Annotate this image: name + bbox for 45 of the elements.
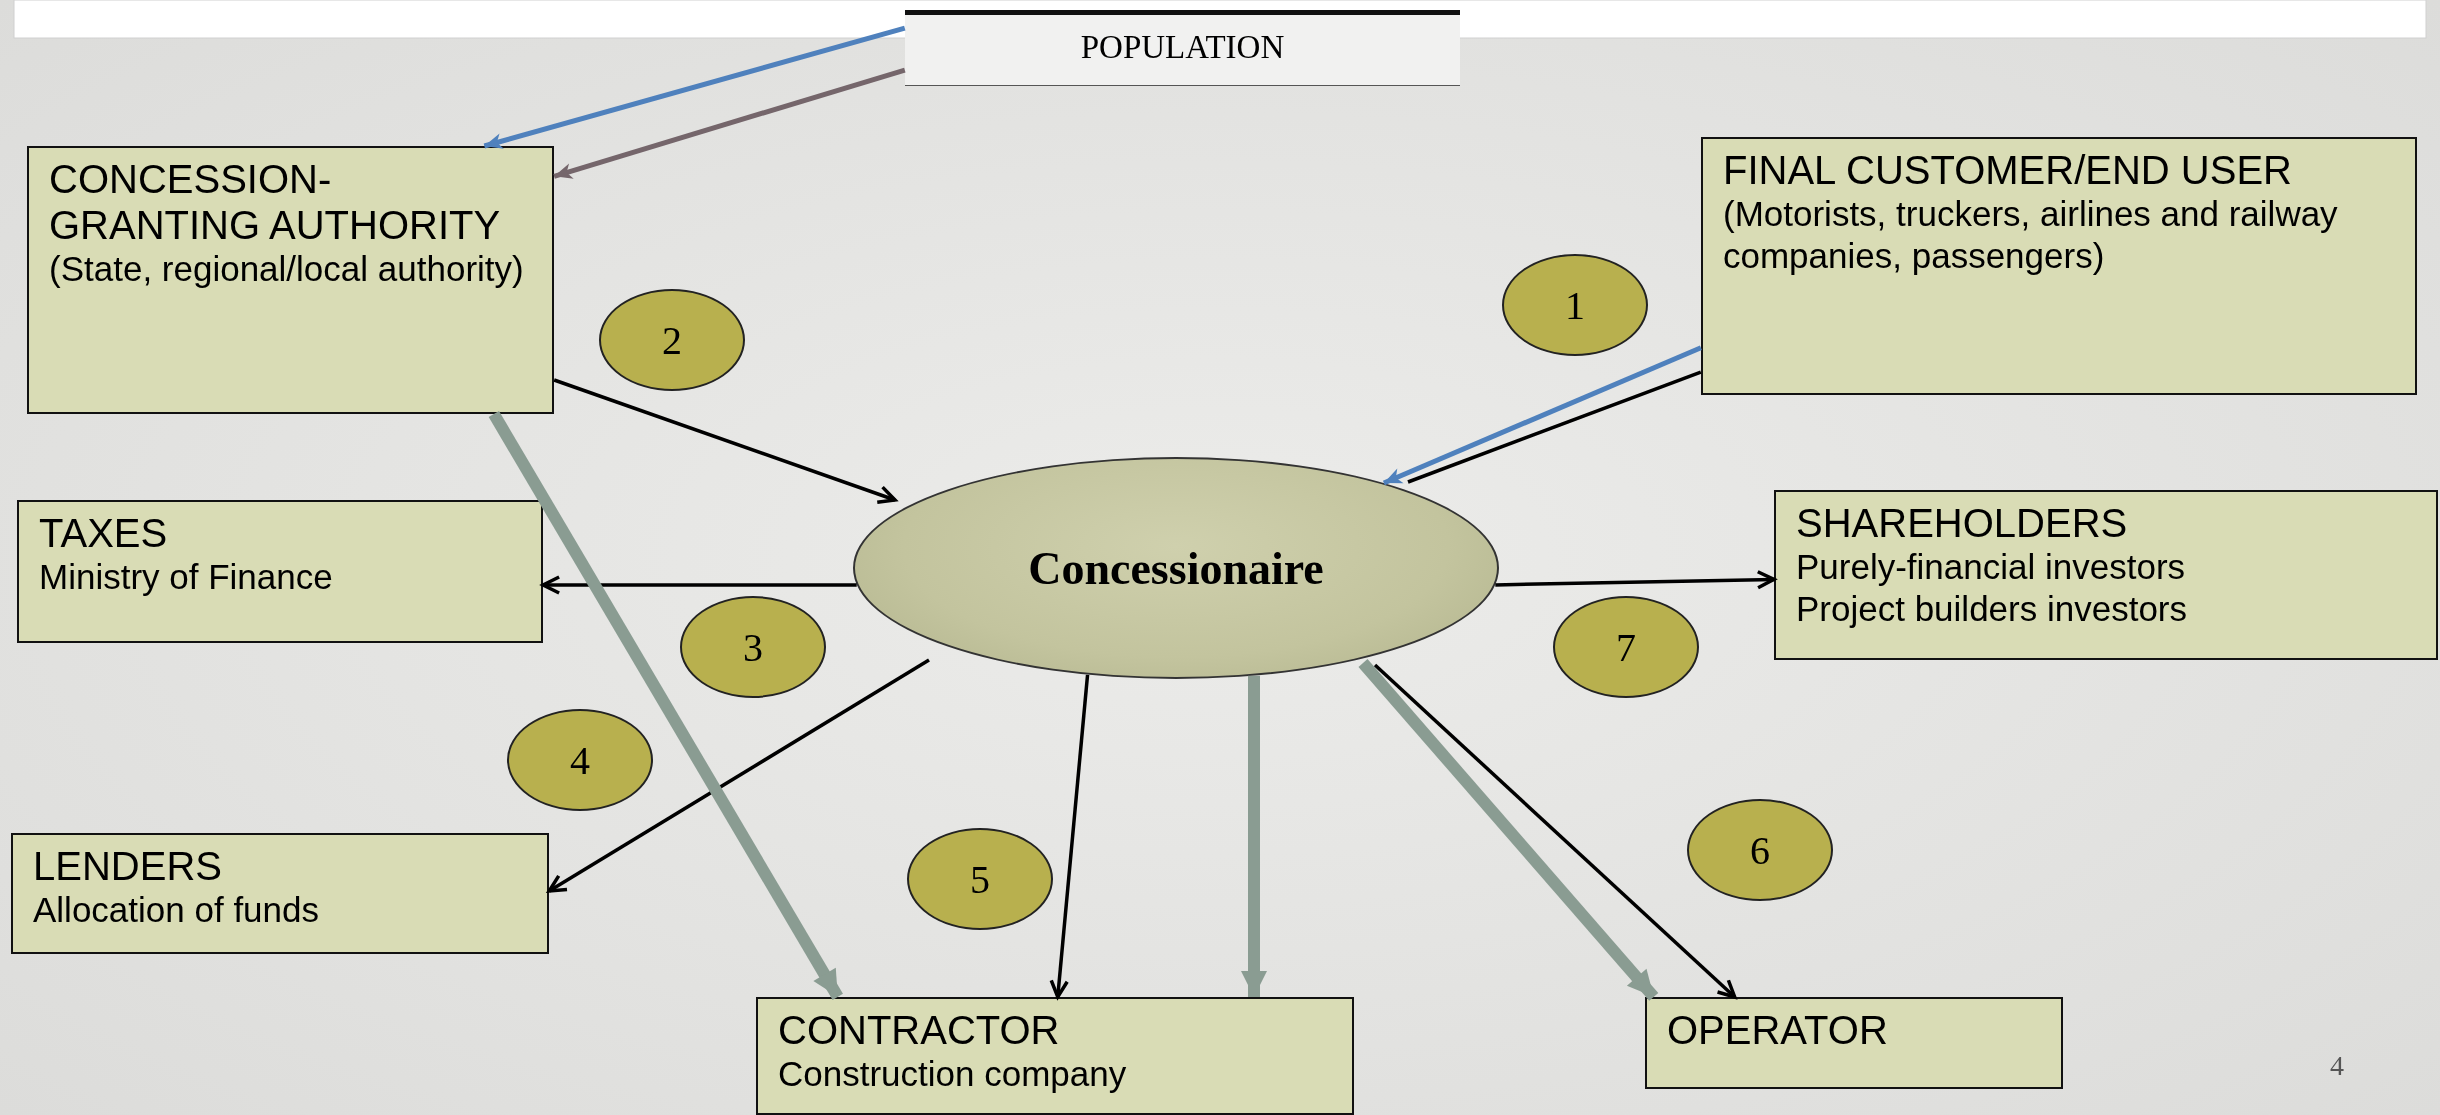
box-heading: CONTRACTOR <box>778 1007 1061 1053</box>
thick-arrow <box>488 411 843 1000</box>
arrow <box>1373 663 1737 999</box>
thick-arrow <box>1241 675 1267 997</box>
box-heading: OPERATOR <box>1667 1007 1889 1053</box>
number-label: 7 <box>1616 623 1636 671</box>
shareholders-box <box>1774 490 2438 660</box>
operator-box <box>1645 997 2063 1089</box>
box-text: Ministry of Finance <box>39 556 334 598</box>
arrow <box>1049 674 1090 999</box>
authority-box <box>27 146 554 414</box>
arrow <box>1382 345 1702 486</box>
box-heading: FINAL CUSTOMER/END USER <box>1723 147 2293 193</box>
box-heading: Concessionaire <box>1028 541 1324 595</box>
arrow <box>547 658 930 893</box>
page-number: 4 <box>2330 1050 2344 1082</box>
taxes-box <box>17 500 543 643</box>
number-label: 5 <box>970 855 990 903</box>
contractor-box <box>756 997 1354 1115</box>
arrow <box>553 67 906 179</box>
arrow <box>1495 569 1776 590</box>
box-text: Project builders investors <box>1796 588 2188 630</box>
number-label: 1 <box>1565 281 1585 329</box>
arrow <box>483 25 906 149</box>
box-heading: LENDERS <box>33 843 223 889</box>
connector-line <box>1407 370 1702 484</box>
number-label: 2 <box>662 316 682 364</box>
arrow <box>541 575 857 595</box>
population-box <box>905 10 1460 86</box>
arrow <box>553 378 897 504</box>
box-text: Construction company <box>778 1053 1128 1095</box>
box-text: (Motorists, truckers, airlines and railway companies, passengers) <box>1723 193 2339 277</box>
box-text: Purely-financial investors <box>1796 546 2187 588</box>
box-heading: SHAREHOLDERS <box>1796 500 2129 546</box>
box-text: Allocation of funds <box>33 889 320 931</box>
box-text: (State, regional/local authority) <box>49 248 525 290</box>
box-heading: POPULATION <box>1080 29 1285 66</box>
box-heading: CONCESSION-GRANTING AUTHORITY <box>49 156 502 248</box>
number-label: 4 <box>570 736 590 784</box>
number-label: 3 <box>743 623 763 671</box>
lenders-box <box>11 833 549 954</box>
number-label: 6 <box>1750 826 1770 874</box>
thick-arrow <box>1358 659 1659 1001</box>
box-heading: TAXES <box>39 510 169 556</box>
customer-box <box>1701 137 2417 395</box>
